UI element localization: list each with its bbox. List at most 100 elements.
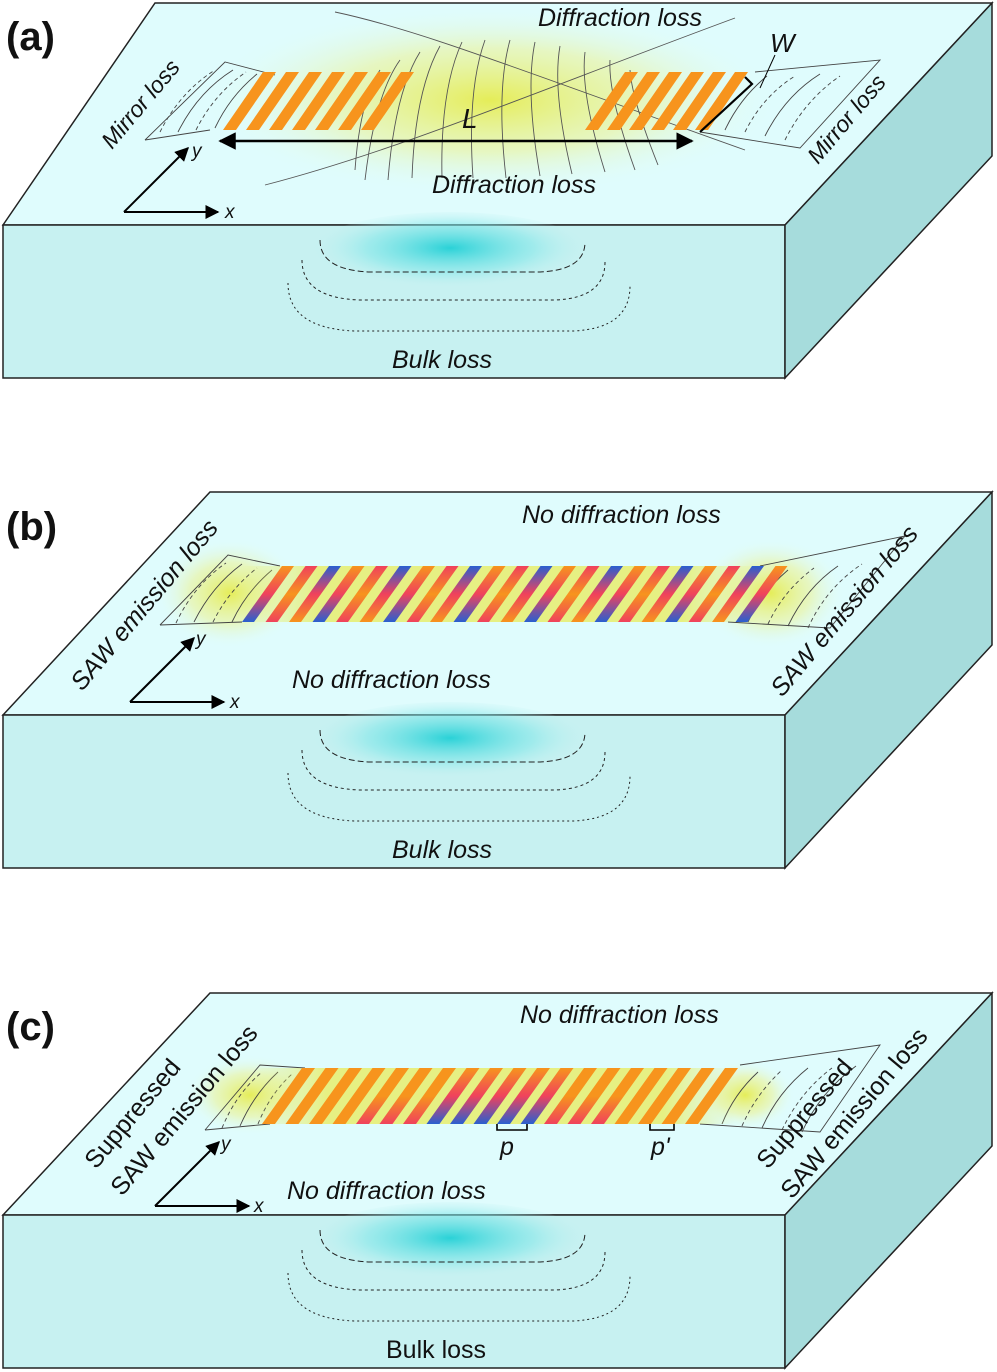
slab-side-face	[784, 490, 993, 870]
diffraction-loss-top-label: Diffraction loss	[538, 4, 702, 32]
bulk-loss-label: Bulk loss	[386, 1336, 486, 1364]
bulk-contours	[287, 1229, 631, 1322]
no-diffraction-bottom-label: No diffraction loss	[287, 1177, 486, 1205]
electrode-stripe	[315, 72, 368, 130]
electrode-stripe	[242, 566, 294, 622]
electrode-stripe	[292, 72, 345, 130]
electrode-stripe	[594, 566, 647, 622]
electrode-stripe	[735, 566, 788, 622]
electrode-stripe	[524, 566, 576, 622]
grating-right	[585, 72, 748, 130]
electrode-stripe	[567, 1068, 621, 1124]
electrode-stripe	[403, 1068, 456, 1124]
bulk-glow	[310, 1202, 590, 1282]
pitch-p-label: p	[499, 1133, 514, 1161]
electrode-stripe	[665, 566, 717, 622]
electrode-stripe	[641, 566, 694, 622]
electrode-stripe	[500, 566, 553, 622]
width-bracket	[699, 76, 754, 133]
diffraction-loss-bottom-label: Diffraction loss	[432, 171, 596, 199]
axes-indicator	[129, 637, 226, 709]
electrode-stripe	[246, 72, 299, 130]
bulk-glow	[310, 702, 590, 782]
electrode-stripe	[450, 1068, 503, 1124]
electrode-stripe	[473, 1068, 527, 1124]
saw-fan-right	[727, 535, 907, 629]
electrode-stripe	[544, 1068, 597, 1124]
grating	[262, 1068, 738, 1124]
axis-x-label: x	[253, 1196, 265, 1217]
electrode-stripe	[629, 72, 682, 130]
electrode-stripe	[336, 566, 388, 622]
pitch-p-bracket	[496, 1124, 528, 1131]
electrode-stripe	[585, 72, 638, 130]
electrode-stripe	[285, 1068, 339, 1124]
slab-side-face	[784, 1, 993, 380]
no-diffraction-bottom-label: No diffraction loss	[292, 666, 491, 694]
electrode-stripe	[712, 566, 764, 622]
electrode-stripe	[426, 1068, 480, 1124]
electrode-stripe	[638, 1068, 691, 1124]
electrode-stripe	[477, 566, 529, 622]
axis-y-label: y	[190, 141, 203, 162]
electrode-stripe	[688, 566, 741, 622]
electrode-stripe	[614, 1068, 668, 1124]
grating	[242, 566, 788, 622]
grating-left	[223, 72, 414, 130]
electrode-stripe	[379, 1068, 433, 1124]
length-label: L	[462, 103, 478, 134]
electrode-stripe	[289, 566, 341, 622]
width-label: W	[770, 28, 797, 58]
bulk-contours	[287, 239, 631, 332]
slab-side-face	[784, 991, 993, 1370]
panel-a: y x (a) Mirror loss Mirror loss Diffract…	[1, 1, 994, 380]
axes-indicator	[154, 1141, 251, 1213]
panel-label: (a)	[6, 15, 55, 59]
electrode-stripe	[571, 566, 623, 622]
electrode-stripe	[591, 1068, 644, 1124]
pitch-p-prime-bracket	[649, 1124, 675, 1131]
electrode-stripe	[453, 566, 506, 622]
electrode-stripe	[223, 72, 276, 130]
mirror-loss-left-fan	[144, 61, 276, 141]
electrode-stripe	[607, 72, 660, 130]
saw-fan-right	[699, 1044, 881, 1133]
no-diffraction-top-label: No diffraction loss	[522, 501, 721, 529]
electrode-stripe	[547, 566, 600, 622]
electrode-stripe	[262, 1068, 315, 1124]
electrode-stripe	[685, 1068, 738, 1124]
electrode-stripe	[265, 566, 318, 622]
electrode-stripe	[406, 566, 459, 622]
electrode-stripe	[497, 1068, 550, 1124]
mirror-loss-right-fan	[699, 59, 882, 149]
axes-indicator	[123, 147, 220, 219]
electrode-stripe	[338, 72, 391, 130]
width-leader	[759, 54, 776, 89]
electrode-stripe	[332, 1068, 386, 1124]
electrode-stripe	[361, 72, 414, 130]
panel-label: (b)	[6, 505, 57, 549]
bulk-glow	[310, 212, 590, 292]
bulk-loss-label: Bulk loss	[392, 346, 492, 374]
electrode-stripe	[356, 1068, 409, 1124]
electrode-stripe	[651, 72, 704, 130]
panel-c: p p' y x (c) Suppressed SAW emission los…	[1, 991, 994, 1370]
electrode-stripe	[312, 566, 365, 622]
bulk-loss-label: Bulk loss	[392, 836, 492, 864]
electrode-stripe	[430, 566, 482, 622]
electrode-stripe	[520, 1068, 574, 1124]
panel-label: (c)	[6, 1005, 55, 1049]
panel-b: y x (b) SAW emission loss SAW emission l…	[1, 490, 994, 870]
axis-y-label: y	[194, 629, 207, 650]
electrode-stripe	[309, 1068, 362, 1124]
electrode-stripe	[359, 566, 412, 622]
electrode-stripe	[695, 72, 748, 130]
no-diffraction-top-label: No diffraction loss	[520, 1001, 719, 1029]
pitch-p-prime-label: p'	[650, 1133, 671, 1161]
axis-y-label: y	[219, 1134, 232, 1155]
axis-x-label: x	[224, 202, 236, 223]
electrode-stripe	[269, 72, 322, 130]
electrode-stripe	[618, 566, 670, 622]
electrode-stripe	[661, 1068, 715, 1124]
